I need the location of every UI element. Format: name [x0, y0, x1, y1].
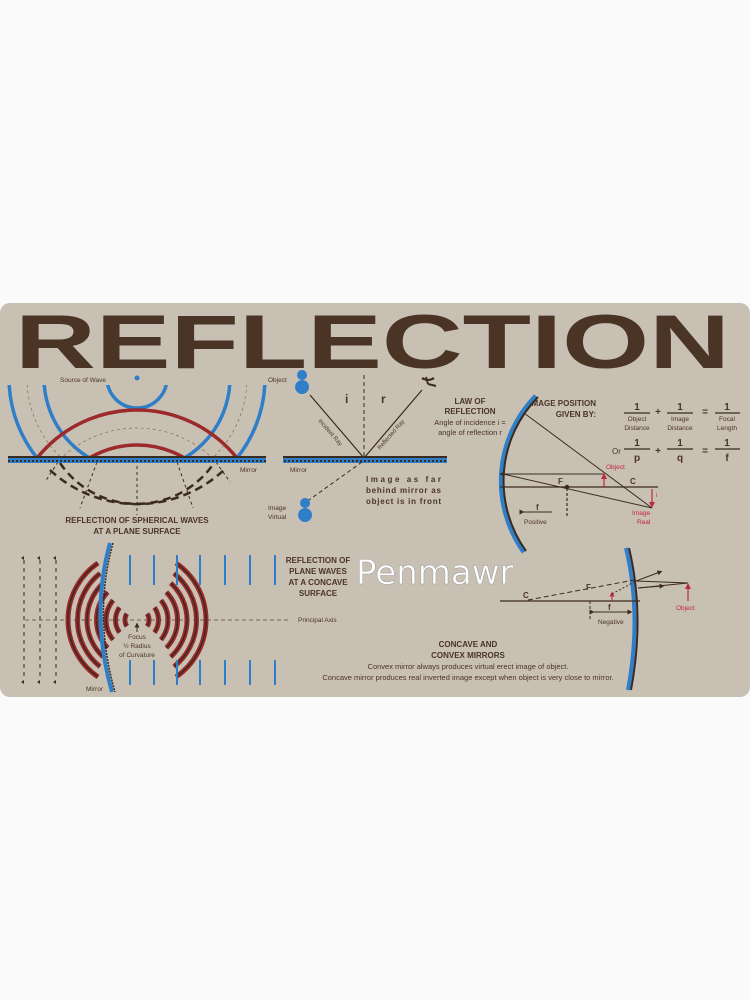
plane-mirror [8, 456, 266, 463]
object-label: Object [606, 464, 625, 471]
label: Focal [719, 416, 735, 423]
plane-caption: SURFACE [299, 589, 338, 598]
object-label: Object [676, 605, 695, 612]
plane-mirror [283, 456, 447, 463]
positive-label: Positive [524, 519, 547, 526]
law-description: Angle of incidence i = [434, 418, 506, 427]
numerator: 1 [634, 402, 640, 413]
center-label: C [523, 591, 529, 600]
numerator: 1 [724, 438, 730, 449]
mirror-label: Mirror [290, 467, 308, 474]
law-heading: LAW OF [454, 397, 485, 406]
image-label: Image [268, 505, 286, 512]
virtual-wave [58, 462, 216, 506]
equals-sign: = [702, 407, 708, 418]
incident-ray [309, 394, 365, 459]
reflected-wavefront [165, 591, 179, 649]
image-note: object is in front [366, 497, 441, 506]
focal-point-label: F [586, 583, 591, 592]
image-note: Image as far [366, 475, 441, 484]
angle-r: r [381, 392, 386, 406]
denominator-f: f [725, 453, 729, 464]
formula-heading: IMAGE POSITION [529, 399, 596, 408]
source-label: Source of Wave [60, 377, 106, 384]
mirror-label: Mirror [240, 467, 258, 474]
summary-heading: CONCAVE AND [439, 640, 498, 649]
spherical-caption: REFLECTION OF SPHERICAL WAVES [65, 516, 209, 525]
center-label: C [630, 477, 636, 486]
focus-label: of Curvature [119, 652, 155, 659]
formula-heading: GIVEN BY: [556, 410, 596, 419]
poster-title: REFLECTION [15, 300, 730, 385]
plane-caption: REFLECTION OF [286, 556, 351, 565]
focal-length-label: f [608, 603, 611, 612]
law-description: angle of reflection r [438, 428, 502, 437]
summary-heading: CONVEX MIRRORS [431, 651, 505, 660]
label: Object [628, 416, 647, 423]
principal-axis-label: Principal Axis [298, 617, 337, 624]
denominator-p: p [634, 453, 640, 464]
or-label: Or [612, 447, 621, 456]
focus-label: ½ Radius [123, 642, 151, 650]
label: Distance [624, 425, 650, 432]
image-note: behind mirror as [366, 486, 442, 495]
denominator-q: q [677, 453, 683, 464]
law-heading: REFLECTION [444, 407, 495, 416]
image-label: Image [632, 510, 650, 517]
summary-line: Concave mirror produces real inverted im… [322, 673, 613, 682]
numerator: 1 [677, 438, 683, 449]
angle-i: i [345, 392, 348, 406]
numerator: 1 [677, 402, 683, 413]
plus-sign: + [655, 407, 661, 418]
focus-label: Focus [128, 634, 146, 641]
plane-waves-diagram: Principal Axis Mirror Focus ½ Radius of … [21, 542, 351, 693]
image-position-formula: IMAGE POSITION GIVEN BY: 1 1 1 + = 1 1 1… [529, 399, 740, 464]
image-i: i [656, 493, 657, 499]
wave-source-dot [134, 375, 140, 381]
reflected-ray [363, 389, 423, 459]
virtual-image-icon [298, 498, 313, 522]
mirror-label: Mirror [86, 686, 104, 693]
object-icon [295, 370, 310, 394]
label: Image [671, 416, 689, 423]
reflected-wavefront [114, 607, 121, 633]
mirrors-summary: CONCAVE AND CONVEX MIRRORS Convex mirror… [322, 640, 613, 682]
reflected-wavefront [175, 562, 207, 678]
convex-mirror [624, 547, 637, 691]
focal-point-label: F [558, 477, 563, 486]
summary-line: Convex mirror always produces virtual er… [368, 662, 569, 671]
plane-caption: AT A CONCAVE [288, 578, 348, 587]
label: Distance [667, 425, 693, 432]
image-label: Virtual [268, 514, 287, 521]
plane-caption: PLANE WAVES [289, 567, 347, 576]
plus-sign: + [655, 446, 661, 457]
numerator: 1 [724, 402, 730, 413]
object-label: Object [268, 377, 287, 384]
spherical-waves-diagram: Source of Wave Mirror REFLECTION OF SPHE… [0, 375, 267, 536]
poster-background [0, 303, 750, 697]
label: Length [717, 425, 737, 432]
equals-sign: = [702, 446, 708, 457]
focal-length-label: f [536, 503, 539, 512]
concave-mirror-diagram: F C Object i Image Real f Positive [498, 394, 658, 554]
watermark: Penmawr [356, 553, 514, 593]
image-label: Real [637, 519, 651, 526]
convex-mirror-diagram: C F Object f Negative [500, 547, 695, 691]
spherical-caption: AT A PLANE SURFACE [93, 527, 181, 536]
negative-label: Negative [598, 619, 624, 626]
reflected-wavefront [146, 613, 150, 627]
concave-mirror [98, 542, 114, 693]
reflected-wavefront [86, 582, 104, 658]
numerator: 1 [634, 438, 640, 449]
eye-icon [421, 376, 437, 387]
